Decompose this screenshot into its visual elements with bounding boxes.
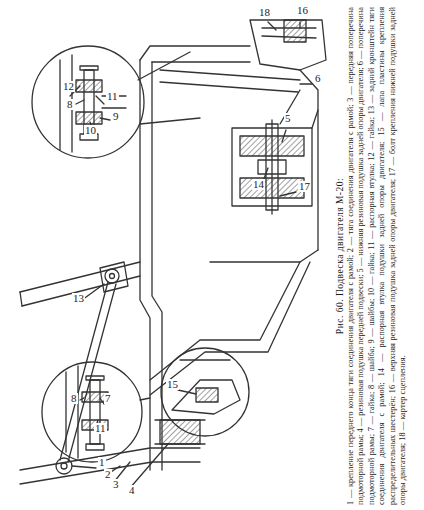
callout-number: 8: [70, 393, 78, 404]
figure-caption: 1 — крепление переднего конца тяги соеди…: [346, 7, 408, 505]
callout-number: 4: [128, 485, 136, 496]
callout-number: 14: [252, 179, 265, 190]
callout-number: 2: [104, 469, 112, 480]
callout-number: 11: [106, 91, 119, 102]
callout-number: 18: [258, 7, 271, 18]
callout-number: 6: [314, 73, 322, 84]
callout-number: 17: [298, 181, 311, 192]
callout-number: 3: [112, 479, 120, 490]
callout-number: 1: [98, 457, 106, 468]
figure-title: Рис. 60. Подвеска двигателя М-20:: [334, 7, 346, 505]
callout-number: 10: [84, 125, 97, 136]
callout-number: 8: [66, 99, 74, 110]
callout-number: 12: [62, 81, 75, 92]
callout-number: 9: [112, 111, 120, 122]
callout-number: 5: [284, 113, 292, 124]
callout-number: 16: [296, 5, 309, 16]
callout-number: 11: [94, 423, 107, 434]
callout-number: 15: [166, 379, 179, 390]
callout-number: 13: [72, 293, 85, 304]
callout-number: 7: [104, 393, 112, 404]
caption-block: Рис. 60. Подвеска двигателя М-20:1 — кре…: [334, 7, 408, 505]
